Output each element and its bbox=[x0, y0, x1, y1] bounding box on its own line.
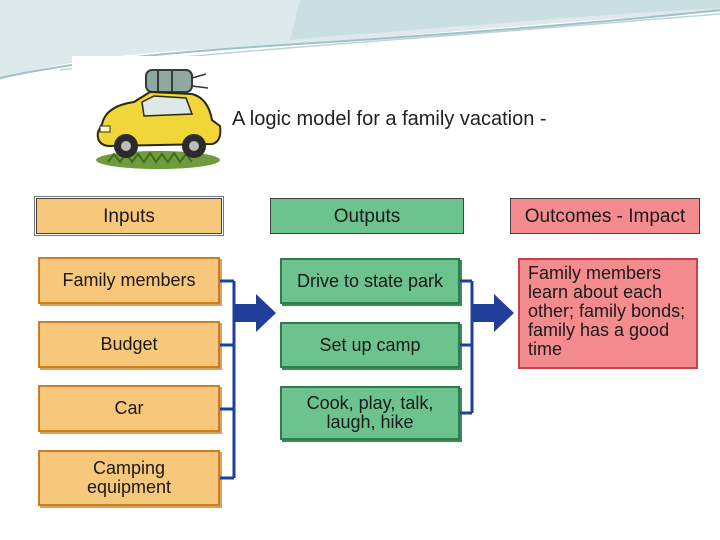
input-box-family-members: Family members bbox=[38, 257, 220, 304]
outcome-box: Family members learn about each other; f… bbox=[518, 258, 698, 369]
input-box-camping-equipment: Camping equipment bbox=[38, 450, 220, 506]
inputs-header: Inputs bbox=[34, 196, 224, 236]
input-box-budget: Budget bbox=[38, 321, 220, 368]
car-clipart-icon bbox=[96, 69, 222, 169]
arrow-outputs-to-outcomes bbox=[472, 294, 514, 332]
output-box-drive: Drive to state park bbox=[280, 258, 460, 304]
arrow-inputs-to-outputs bbox=[234, 294, 276, 332]
output-box-set-up-camp: Set up camp bbox=[280, 322, 460, 368]
input-box-car: Car bbox=[38, 385, 220, 432]
outcomes-impact-header: Outcomes - Impact bbox=[510, 198, 700, 234]
outputs-header: Outputs bbox=[270, 198, 464, 234]
diagram-title: A logic model for a family vacation - bbox=[232, 108, 547, 130]
output-box-activities: Cook, play, talk, laugh, hike bbox=[280, 386, 460, 440]
